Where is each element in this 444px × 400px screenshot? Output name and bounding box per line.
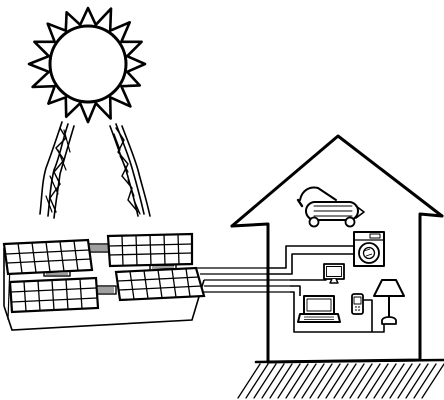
solar-panel-icon xyxy=(2,232,206,331)
ground-hatch-line xyxy=(325,363,349,399)
ground-hatch-line xyxy=(277,363,301,399)
ground-hatch-line xyxy=(301,363,325,399)
solar-panel-3 xyxy=(8,276,100,314)
laptop-icon xyxy=(297,295,341,323)
ground-hatch-line xyxy=(349,363,373,399)
solar-panel-2 xyxy=(106,232,194,268)
washing-machine-icon xyxy=(353,231,385,267)
ground-hatch-line xyxy=(237,363,261,399)
ground-hatching-icon xyxy=(237,358,444,399)
ground-hatch-line xyxy=(381,363,405,399)
ground-hatch-line xyxy=(389,363,413,399)
ground-hatch-line xyxy=(365,363,389,399)
sun-icon xyxy=(27,6,147,124)
sunbeam-left xyxy=(39,121,75,219)
ground-hatch-line xyxy=(413,363,437,399)
sunbeam-right xyxy=(109,123,151,217)
ground-hatch-line xyxy=(397,363,421,399)
ground-hatch-line xyxy=(373,363,397,399)
internal-wiring xyxy=(266,238,385,333)
solar-panel-4 xyxy=(114,266,206,302)
ground-hatch-line xyxy=(293,363,317,399)
ground-hatch-line xyxy=(253,363,277,399)
vacuum-cleaner-icon xyxy=(296,186,365,228)
lamp-icon xyxy=(373,279,405,325)
ground-hatch-line xyxy=(261,363,285,399)
solar-panel-1 xyxy=(2,238,94,276)
ground-hatch-line xyxy=(245,363,269,399)
phone-icon xyxy=(351,293,364,315)
ground-hatch-line xyxy=(357,363,381,399)
cable-bundle-icon xyxy=(196,267,290,293)
ground-hatch-line xyxy=(309,363,333,399)
television-icon xyxy=(323,263,345,284)
ground-hatch-line xyxy=(421,363,444,399)
ground-hatch-line xyxy=(405,363,429,399)
ground-hatch-line xyxy=(317,363,341,399)
ground-hatch-line xyxy=(333,363,357,399)
ground-hatch-line xyxy=(341,363,365,399)
ground-hatch-line xyxy=(285,363,309,399)
ground-hatch-line xyxy=(269,363,293,399)
